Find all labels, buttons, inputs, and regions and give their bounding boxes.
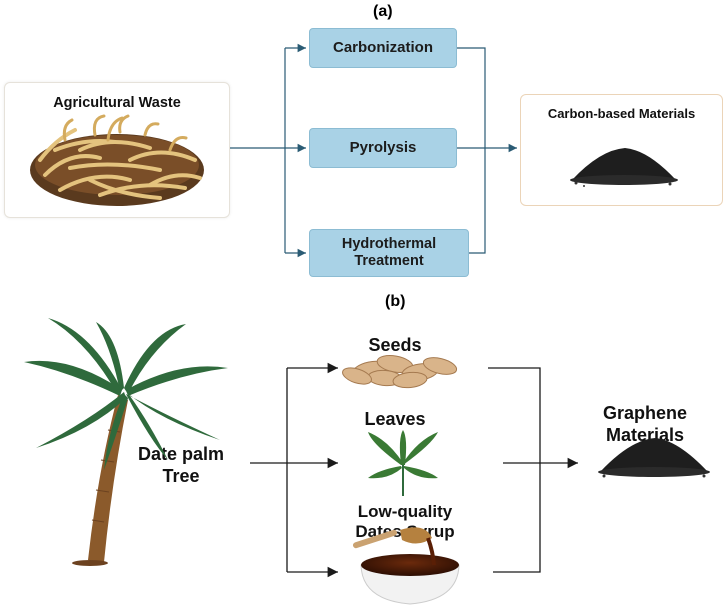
- syrup-label: Low-quality Dates Syrup: [355, 502, 455, 541]
- panel-a-label: (a): [373, 3, 393, 20]
- agricultural-waste-box: Agricultural Waste: [4, 82, 230, 218]
- process-carbonization: Carbonization: [309, 28, 457, 68]
- seeds-label: Seeds: [368, 335, 422, 355]
- graphene-materials-label: Graphene Materials: [602, 403, 688, 445]
- palm-tree-icon: [24, 318, 228, 566]
- agricultural-waste-title: Agricultural Waste: [53, 95, 181, 111]
- date-palm-tree-label: Date palm Tree: [137, 444, 225, 486]
- process-hydrothermal-treatment: Hydrothermal Treatment: [309, 229, 469, 277]
- leaves-label: Leaves: [364, 409, 426, 429]
- carbon-materials-title: Carbon-based Materials: [547, 106, 696, 121]
- leaf-icon: [368, 430, 438, 496]
- panel-b-label: (b): [385, 293, 406, 310]
- carbon-materials-box: Carbon-based Materials: [520, 94, 723, 206]
- process-pyrolysis: Pyrolysis: [309, 128, 457, 168]
- seeds-icon: [342, 355, 458, 389]
